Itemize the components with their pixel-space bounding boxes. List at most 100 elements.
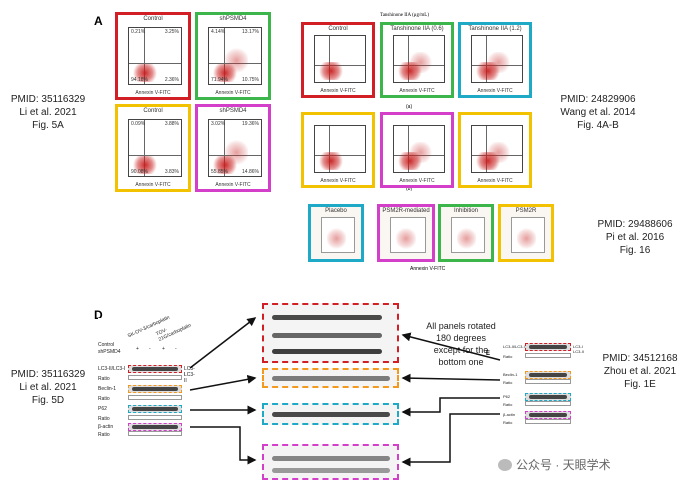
quadrant-line bbox=[129, 62, 181, 64]
cell-spread bbox=[224, 47, 248, 73]
citation-authors: Zhou et al. 2021 bbox=[603, 366, 677, 377]
ratio-strip bbox=[128, 415, 182, 420]
panel-title: Placebo bbox=[325, 208, 347, 214]
citation-fig: Fig. 5A bbox=[32, 120, 64, 131]
row-label: Ratio bbox=[503, 354, 513, 359]
quadrant-line bbox=[486, 36, 487, 82]
blot-strip bbox=[525, 343, 571, 351]
citation-fig: Fig. 16 bbox=[619, 245, 651, 256]
cell-spread bbox=[326, 228, 346, 249]
cell-cluster bbox=[211, 156, 239, 174]
cell-cluster bbox=[474, 62, 502, 80]
ratio-strip bbox=[525, 353, 571, 358]
wechat-icon bbox=[498, 458, 512, 471]
blot-strip bbox=[128, 385, 182, 393]
scatter-plot bbox=[471, 125, 523, 173]
cell-cluster bbox=[211, 64, 239, 82]
flow-panel: Inhibition bbox=[438, 204, 494, 262]
blot-strip bbox=[525, 393, 571, 401]
scatter-plot bbox=[393, 125, 445, 173]
cell-spread bbox=[487, 142, 510, 163]
blot-strip bbox=[128, 365, 182, 373]
quadrant-value: 71.94% bbox=[211, 77, 228, 83]
quadrant-value: 90.08% bbox=[131, 169, 148, 175]
row-label: P62 bbox=[98, 406, 107, 412]
quadrant-line bbox=[329, 126, 330, 172]
scatter-plot bbox=[390, 217, 426, 253]
quadrant-value: 13.17% bbox=[242, 29, 259, 35]
citation-li-5d: PMID: 35116329 Li et al. 2021 Fig. 5D bbox=[8, 368, 88, 407]
panel-title: Control bbox=[143, 108, 163, 114]
row-label: LC3-II/LC3-I bbox=[98, 366, 126, 372]
scatter-plot: 3.02%19.36%55.85%14.86% bbox=[208, 119, 262, 177]
panel-title: shPSMD4 bbox=[219, 16, 247, 22]
wang-sub-a: (a) bbox=[406, 104, 413, 110]
row-label: Beclin-1 bbox=[98, 386, 117, 392]
scatter-plot bbox=[511, 217, 545, 253]
blot-strip bbox=[525, 371, 571, 379]
scatter-plot bbox=[314, 125, 366, 173]
quadrant-value: 3.88% bbox=[164, 121, 179, 127]
row-shpsmd4: shPSMD4 bbox=[98, 349, 121, 355]
x-axis-label: Annexin V-FITC bbox=[320, 178, 356, 184]
row-control: Control bbox=[98, 342, 115, 348]
x-axis-label: Annexin V-FITC bbox=[215, 90, 251, 96]
citation-fig: Fig. 4A-B bbox=[577, 120, 619, 131]
blot-lc3 bbox=[262, 303, 399, 363]
blot-actin bbox=[262, 444, 399, 480]
citation-zhou: PMID: 34512168 Zhou et al. 2021 Fig. 1E bbox=[590, 352, 690, 391]
panel-label-e: E bbox=[486, 351, 491, 357]
sign: - bbox=[175, 346, 177, 352]
cell-cluster bbox=[317, 62, 345, 80]
cell-cluster bbox=[396, 62, 424, 80]
flow-panel: PSM2R bbox=[498, 204, 554, 262]
quadrant-value: 19.36% bbox=[242, 121, 259, 127]
cell-spread bbox=[516, 228, 536, 249]
scatter-plot: 0.09%3.88%90.08%3.83% bbox=[128, 119, 182, 177]
x-axis-label: Annexin V-FITC bbox=[399, 88, 435, 94]
scatter-plot: 0.21%3.25%94.18%2.36% bbox=[128, 27, 182, 85]
citation-pmid: PMID: 34512168 bbox=[602, 353, 678, 364]
citation-pmid: PMID: 29488606 bbox=[597, 219, 673, 230]
flow-panel: Placebo bbox=[308, 204, 364, 262]
cell-spread bbox=[396, 228, 417, 249]
band bbox=[529, 373, 567, 377]
band bbox=[132, 367, 178, 371]
blot-strip bbox=[525, 411, 571, 419]
ratio-strip bbox=[525, 379, 571, 384]
citation-fig: Fig. 5D bbox=[31, 395, 65, 406]
panel-title: Tanshinone IIA (0.6) bbox=[390, 26, 444, 32]
cell-spread bbox=[456, 228, 476, 249]
quadrant-line bbox=[129, 154, 181, 156]
panel-label-a: A bbox=[94, 14, 103, 28]
wang-sub-b: (b) bbox=[406, 186, 413, 192]
pi-xlabel: Annexin V-FITC bbox=[410, 266, 446, 272]
quadrant-value: 4.14% bbox=[211, 29, 226, 35]
side-label: LC3-I bbox=[184, 366, 195, 378]
x-axis-label: Annexin V-FITC bbox=[135, 90, 171, 96]
ratio-strip bbox=[128, 375, 182, 380]
panel-title: Control bbox=[328, 26, 348, 32]
row-label: P62 bbox=[503, 394, 511, 399]
cell-spread bbox=[224, 139, 248, 165]
quadrant-value: 3.83% bbox=[164, 169, 179, 175]
cell-cluster bbox=[131, 156, 159, 174]
cell-cluster bbox=[131, 64, 159, 82]
flow-panel: Tanshinone IIA (1.2)Annexin V-FITC bbox=[458, 22, 532, 98]
band bbox=[529, 345, 567, 349]
row-label: Beclin-1 bbox=[503, 372, 518, 377]
cell-spread bbox=[409, 142, 432, 163]
band bbox=[132, 425, 178, 429]
western-li: SK-OV-3/carboplatin TOV-21G/carboplatin … bbox=[98, 315, 195, 438]
blot-strip bbox=[128, 423, 182, 431]
panel-title: PSM2R-mediated bbox=[382, 208, 430, 214]
quadrant-value: 3.02% bbox=[211, 121, 226, 127]
x-axis-label: Annexin V-FITC bbox=[215, 182, 251, 188]
x-axis-label: Annexin V-FITC bbox=[477, 178, 513, 184]
x-axis-label: Annexin V-FITC bbox=[320, 88, 356, 94]
x-axis-label: Annexin V-FITC bbox=[135, 182, 171, 188]
